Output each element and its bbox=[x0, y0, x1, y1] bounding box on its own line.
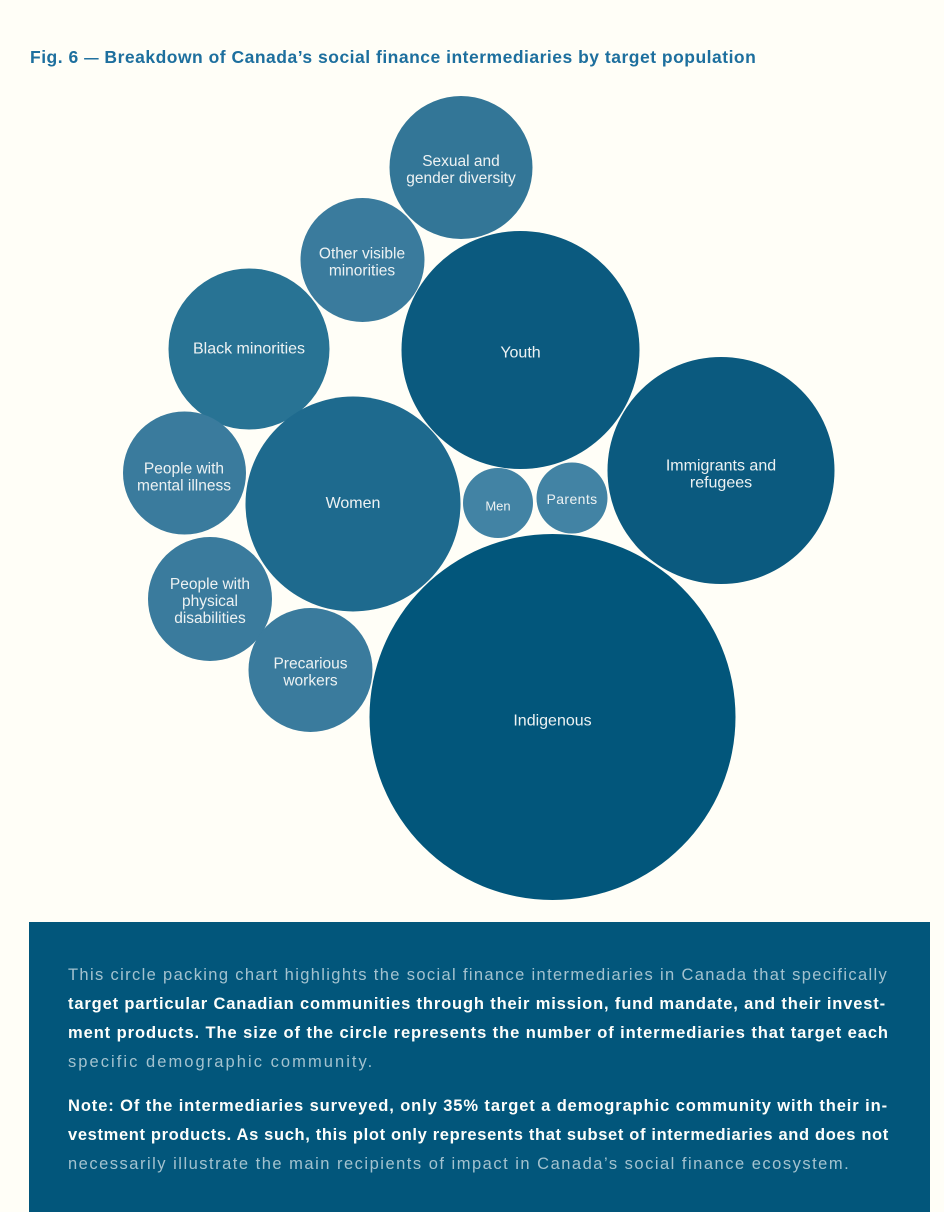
svg-text:minorities: minorities bbox=[329, 263, 396, 280]
svg-text:mental illness: mental illness bbox=[137, 478, 231, 495]
svg-text:disabilities: disabilities bbox=[174, 610, 246, 627]
svg-text:refugees: refugees bbox=[690, 475, 752, 492]
svg-text:Immigrants and: Immigrants and bbox=[666, 458, 776, 475]
svg-text:Black minorities: Black minorities bbox=[193, 341, 305, 358]
svg-text:gender diversity: gender diversity bbox=[406, 170, 516, 187]
svg-text:People with: People with bbox=[144, 461, 224, 478]
svg-text:People with: People with bbox=[170, 576, 250, 593]
svg-text:Parents: Parents bbox=[546, 491, 597, 507]
svg-text:Men: Men bbox=[485, 499, 510, 514]
svg-text:Precarious: Precarious bbox=[273, 656, 347, 673]
svg-text:physical: physical bbox=[182, 593, 238, 610]
svg-text:Other visible: Other visible bbox=[319, 246, 405, 263]
svg-text:Indigenous: Indigenous bbox=[513, 713, 591, 730]
svg-text:Sexual and: Sexual and bbox=[422, 153, 500, 170]
svg-text:workers: workers bbox=[282, 673, 338, 690]
svg-text:Women: Women bbox=[326, 495, 381, 512]
svg-text:Youth: Youth bbox=[500, 345, 540, 362]
